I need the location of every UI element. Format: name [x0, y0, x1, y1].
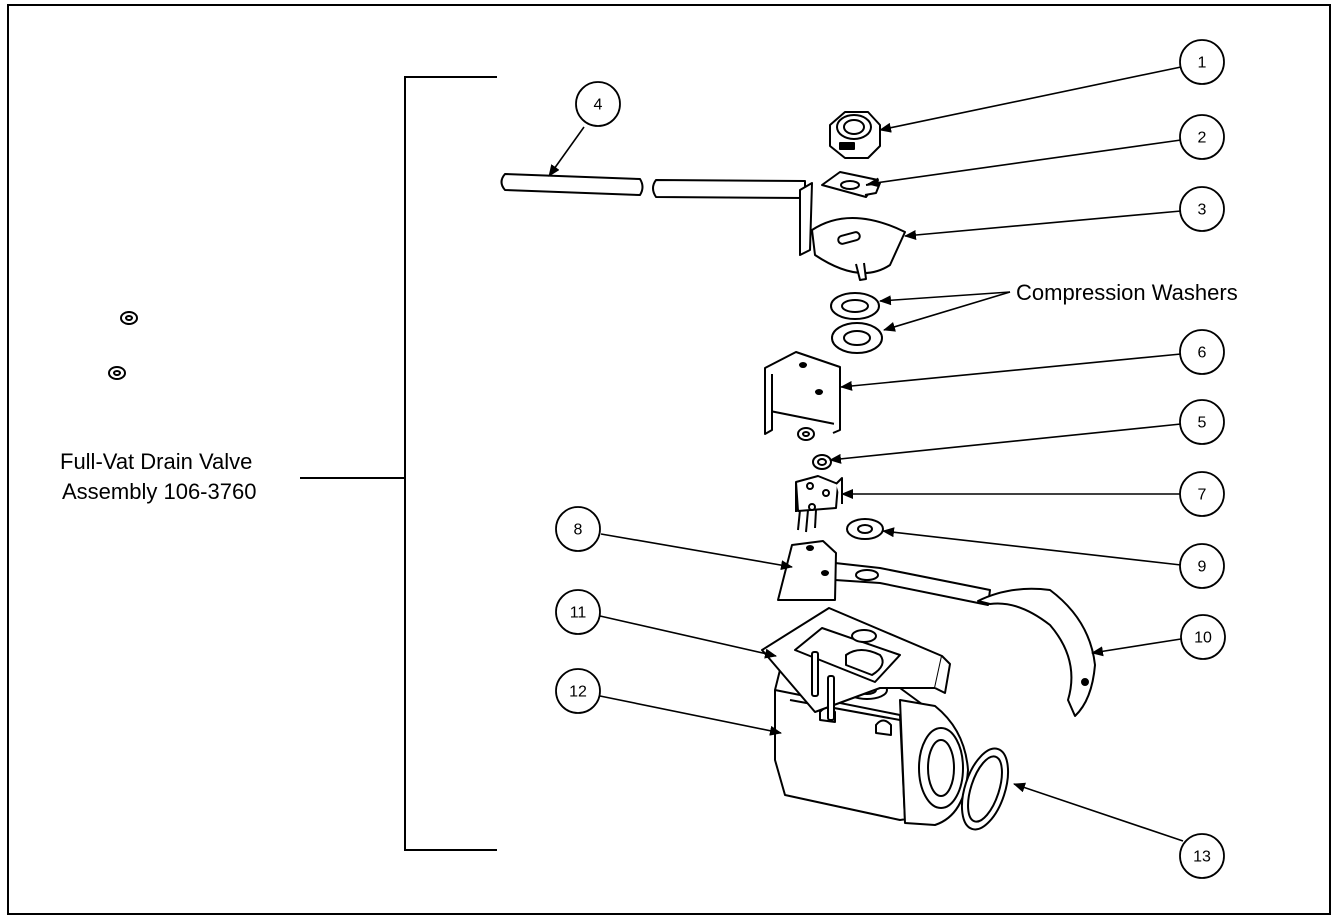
- callout-bubbles: 1 2 3 4 5 6 7 8: [555, 39, 1226, 879]
- part-5-nut: [812, 454, 832, 470]
- callout-10: 10: [1180, 614, 1226, 660]
- callout-12-label: 12: [569, 684, 587, 701]
- callout-1-label: 1: [1198, 55, 1207, 72]
- compression-washers-label: Compression Washers: [1016, 280, 1238, 305]
- leader-washers-top: [879, 291, 1011, 306]
- part-12-valve-body: [774, 669, 969, 826]
- leader-washers-bottom: [883, 291, 1011, 332]
- compression-washers: [830, 292, 883, 354]
- part-1-hex-nut: [829, 111, 881, 159]
- leader-5: [829, 423, 1182, 464]
- leader-lines: [548, 66, 1184, 842]
- callout-4: 4: [575, 81, 621, 127]
- callout-3-label: 3: [1198, 202, 1207, 219]
- part-11-stop-plate: [761, 607, 951, 721]
- callout-1: 1: [1179, 39, 1225, 85]
- callout-11-label: 11: [570, 605, 587, 622]
- leader-8: [600, 533, 793, 571]
- callout-6-label: 6: [1198, 345, 1207, 362]
- leader-13: [1013, 782, 1184, 842]
- callout-11: 11: [555, 589, 601, 635]
- callout-8: 8: [555, 506, 601, 552]
- leader-4: [548, 126, 585, 177]
- part-13-o-ring: [960, 747, 1010, 831]
- callout-10-label: 10: [1194, 630, 1212, 647]
- callout-7: 7: [1179, 471, 1225, 517]
- callout-13: 13: [1179, 833, 1225, 879]
- callout-2: 2: [1179, 114, 1225, 160]
- leader-12: [599, 695, 782, 736]
- callout-6: 6: [1179, 329, 1225, 375]
- callout-7-label: 7: [1198, 487, 1207, 504]
- leader-6: [840, 353, 1182, 391]
- leader-9: [882, 527, 1182, 566]
- leader-2: [867, 139, 1182, 188]
- leader-1: [879, 66, 1182, 133]
- callout-12: 12: [555, 668, 601, 714]
- callout-2-label: 2: [1198, 130, 1207, 147]
- assembly-bracket: [300, 76, 497, 851]
- callout-4-label: 4: [594, 97, 603, 114]
- callout-13-label: 13: [1193, 849, 1211, 866]
- assembly-label-line2: Assembly 106-3760: [62, 479, 256, 504]
- callout-9-label: 9: [1198, 559, 1207, 576]
- assembly-label-line1: Full-Vat Drain Valve: [60, 449, 252, 474]
- callout-8-label: 8: [574, 522, 583, 539]
- leader-3: [904, 210, 1182, 240]
- callout-5: 5: [1179, 399, 1225, 445]
- leader-11: [599, 615, 777, 659]
- part-small-nuts: [108, 311, 815, 441]
- callout-3: 3: [1179, 186, 1225, 232]
- leader-10: [1091, 638, 1182, 657]
- part-9-washer: [846, 518, 884, 540]
- part-4-handle: [500, 173, 806, 199]
- part-3-bracket: [799, 182, 906, 281]
- part-2-lock-washer: [821, 171, 881, 198]
- part-7-micro-switch: [795, 475, 843, 533]
- diagram-frame: [7, 4, 1331, 915]
- callout-9: 9: [1179, 543, 1225, 589]
- part-6-switch-cover: [764, 351, 841, 435]
- part-8-mounting-plate: [777, 540, 837, 601]
- callout-5-label: 5: [1198, 415, 1207, 432]
